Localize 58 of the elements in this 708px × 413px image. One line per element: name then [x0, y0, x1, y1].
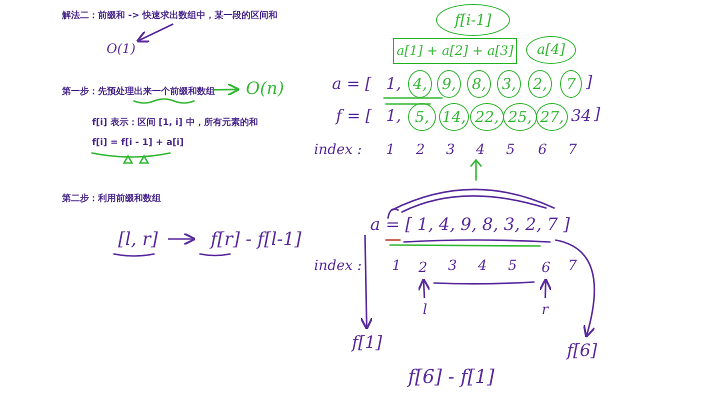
- arrow: [360, 234, 374, 330]
- number-circle: 5,: [408, 103, 436, 131]
- number-circle: 2,: [528, 70, 552, 98]
- arrow: [417, 278, 431, 298]
- number-circle: 8,: [467, 70, 491, 98]
- index-text: 4: [476, 142, 485, 158]
- step-text: 第二步：利用前缀和数组: [62, 192, 161, 205]
- index-label: index :: [314, 258, 362, 274]
- number-circle: 7: [560, 70, 582, 98]
- arrow: [555, 239, 596, 338]
- index-label: index :: [314, 142, 362, 158]
- arrow: [136, 23, 174, 43]
- arrow: [214, 82, 240, 96]
- index-text: 5: [506, 142, 515, 158]
- complexity-text: O(n): [240, 78, 290, 100]
- array-text: a = [: [332, 74, 372, 93]
- result-text: f[6]: [560, 338, 604, 364]
- arrow: [538, 278, 552, 298]
- number-circle: 4,: [408, 70, 432, 98]
- index-text: 6: [538, 142, 547, 158]
- interval-text: [l, r]: [110, 226, 166, 252]
- formula-text: f[r] - f[l-1]: [196, 226, 316, 252]
- index-text: 3: [446, 142, 455, 158]
- number-circle: 3,: [497, 70, 521, 98]
- index-text: 5: [508, 258, 517, 274]
- formula-text: f[6] - f[1]: [408, 366, 494, 388]
- index-text: 4: [478, 258, 487, 274]
- index-text: 7: [568, 258, 577, 274]
- pointer-text: r: [538, 300, 552, 320]
- number-text: 34: [571, 106, 592, 125]
- number-text: 1,: [386, 74, 402, 93]
- index-text: 1: [392, 258, 401, 274]
- number-circle: 25,: [503, 103, 537, 131]
- formula-text: f[i] = f[i - 1] + a[i]: [92, 138, 184, 148]
- sum-box: a[1] + a[2] + a[3]: [393, 38, 517, 64]
- pointer-text: l: [418, 300, 432, 320]
- arrow: [168, 232, 196, 246]
- number-circle: 27,: [536, 103, 568, 131]
- result-text: f[1]: [346, 330, 388, 356]
- index-text: 1: [386, 142, 395, 158]
- index-text: 3: [448, 258, 457, 274]
- sum-ellipse: f[i-1]: [436, 4, 510, 36]
- array-text: a = [ 1, 4, 9, 8, 3, 2, 7 ]: [340, 212, 600, 238]
- index-text: 2: [415, 258, 431, 278]
- number-circle: 22,: [470, 103, 504, 131]
- definition-text: f[i] 表示：区间 [1, i] 中，所有元素的和: [92, 116, 258, 129]
- number-circle: 9,: [437, 70, 461, 98]
- array-text: f = [: [336, 106, 372, 125]
- number-circle: 14,: [439, 103, 469, 131]
- term-ellipse: a[4]: [526, 36, 576, 64]
- heading-text: 解法二：前缀和 -> 快速求出数组中，某一段的区间和: [62, 8, 322, 22]
- bracket-text: ]: [594, 104, 600, 123]
- index-text: 2: [416, 142, 425, 158]
- index-text: 7: [568, 142, 577, 158]
- number-text: 1,: [386, 106, 402, 125]
- index-text: 6: [538, 258, 554, 278]
- bracket-text: ]: [586, 72, 592, 91]
- complexity-text: O(1): [106, 40, 136, 58]
